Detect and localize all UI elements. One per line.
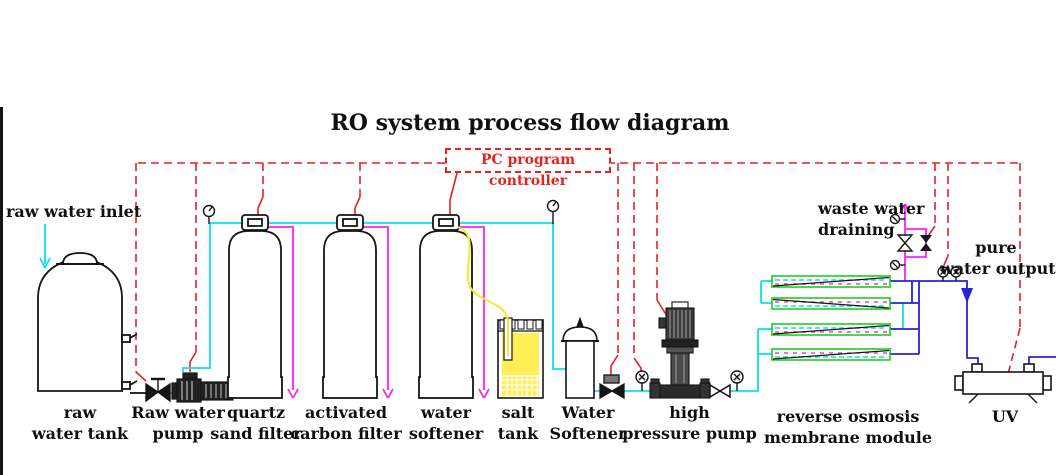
water-softener-unit-shape (561, 316, 599, 399)
uv-label: UV (991, 407, 1019, 426)
pc-program-controller-box: PC program controller (445, 148, 611, 189)
water-softener-tank-shape (418, 214, 474, 399)
raw-water-inlet-label: raw water inlet (6, 202, 142, 221)
raw-water-tank-shape (37, 252, 146, 394)
hp-outlet-valve-icon (709, 383, 731, 399)
ro-membrane-modules-shape (771, 275, 891, 361)
high-pressure-pump-icon (649, 301, 711, 399)
pressure-gauge-icons (202, 199, 962, 391)
activated-carbon-filter-shape (322, 214, 378, 399)
brine-line (457, 226, 509, 356)
salt-tank-shape (497, 317, 544, 399)
control-signal-lines (135, 162, 1021, 382)
hp-inlet-valve-icon (599, 374, 625, 400)
pure-water-flow-arrow (961, 288, 973, 303)
uv-sterilizer-shape (954, 363, 1052, 404)
backwash-waste-pipes (268, 203, 927, 399)
tank-outlet-valve-icon (145, 377, 171, 403)
frame-left-edge (0, 107, 3, 475)
diagram-title: RO system process flow diagram (330, 110, 730, 136)
waste-manual-valve-icon (896, 234, 914, 252)
pure-water-pipes (890, 280, 1056, 366)
quartz-sand-filter-shape (227, 214, 283, 399)
feed-water-pipes (39, 222, 904, 394)
waste-auto-valve-icon (920, 235, 932, 251)
